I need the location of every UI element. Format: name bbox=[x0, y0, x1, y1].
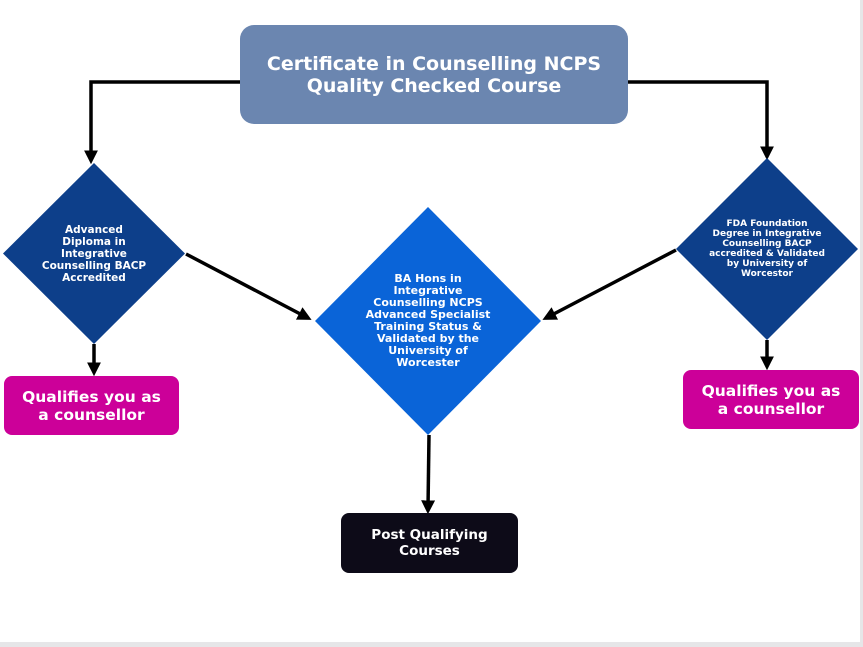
ba-hons-node: BA Hons in Integrative Counselling NCPS … bbox=[315, 207, 541, 435]
qualifies-counsellor-right-label: Qualifies you as a counsellor bbox=[701, 381, 841, 418]
ba-hons-label: BA Hons in Integrative Counselling NCPS … bbox=[365, 272, 491, 369]
qualifies-counsellor-right-node: Qualifies you as a counsellor bbox=[683, 370, 859, 429]
frame-right-border bbox=[860, 0, 863, 647]
post-qualifying-courses-node: Post Qualifying Courses bbox=[341, 513, 518, 573]
connector-center-to-post bbox=[421, 434, 436, 515]
advanced-diploma-node: Advanced Diploma in Integrative Counsell… bbox=[3, 163, 185, 344]
post-qualifying-courses-label: Post Qualifying Courses bbox=[371, 527, 488, 559]
fda-foundation-degree-label: FDA Foundation Degree in Integrative Cou… bbox=[709, 219, 825, 279]
certificate-title-line-2: Quality Checked Course bbox=[306, 74, 562, 97]
certificate-title-line-1: Certificate in Counselling NCPS bbox=[266, 52, 602, 75]
frame-bottom-border bbox=[0, 642, 863, 647]
diamond-shape bbox=[3, 163, 185, 344]
diamond-shape bbox=[315, 207, 541, 435]
connector-title-to-right-diamond bbox=[628, 80, 774, 161]
advanced-diploma-label: Advanced Diploma in Integrative Counsell… bbox=[41, 223, 147, 284]
diamond-shape bbox=[676, 158, 858, 340]
qualifies-counsellor-left-node: Qualifies you as a counsellor bbox=[4, 376, 179, 435]
qualifies-counsellor-left-label: Qualifies you as a counsellor bbox=[22, 387, 161, 424]
connector-title-to-left-diamond bbox=[84, 80, 240, 165]
connector-left-diamond-to-center bbox=[185, 252, 312, 320]
certificate-node: Certificate in Counselling NCPS Quality … bbox=[240, 25, 628, 124]
connector-right-diamond-to-center bbox=[542, 248, 677, 320]
fda-foundation-degree-node: FDA Foundation Degree in Integrative Cou… bbox=[676, 158, 858, 340]
